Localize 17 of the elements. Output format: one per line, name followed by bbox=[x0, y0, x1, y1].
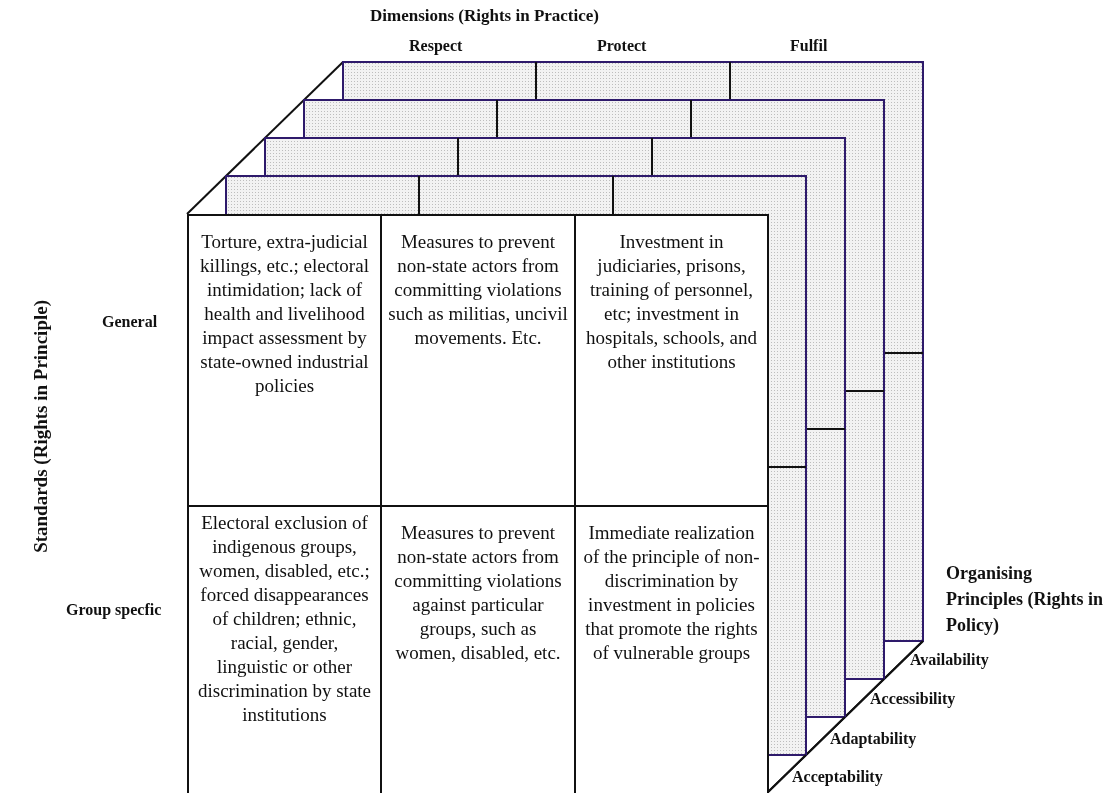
column-header: Protect bbox=[597, 37, 647, 55]
layer-label: Availability bbox=[910, 651, 989, 669]
column-header: Fulfil bbox=[790, 37, 828, 55]
table-cell: Measures to prevent non-state actors from committing violations such as militias, uncivil movements. Etc. bbox=[380, 214, 576, 507]
row-header: General bbox=[102, 313, 158, 331]
table-cell: Electoral exclusion of indigenous groups, women, disabled, etc.; forced disappearances of children; ethnic, racial, gender, linguistic or other discrimination by state institutions bbox=[187, 505, 382, 793]
layer-label: Adaptability bbox=[830, 730, 917, 748]
layer-label: Acceptability bbox=[792, 768, 883, 786]
axis-title: Organising Principles (Rights in Policy) bbox=[946, 562, 1104, 637]
row-header: Group specfic bbox=[66, 601, 162, 619]
table-cell: Torture, extra-judicial killings, etc.; electoral intimidation; lack of health and livelihood impact assessment by state-owned industrial policies bbox=[187, 214, 382, 507]
axis-title: Dimensions (Rights in Practice) bbox=[370, 6, 599, 26]
layer-label: Accessibility bbox=[870, 690, 956, 708]
axis-title: Standards (Rights in Principle) bbox=[30, 300, 52, 553]
table-cell: Immediate realization of the principle of non-discrimination by investment in policies that promote the rights of vulnerable groups bbox=[574, 505, 769, 793]
column-header: Respect bbox=[409, 37, 463, 55]
table-cell: Investment in judiciaries, prisons, training of personnel, etc; investment in hospitals, schools, and other institutions bbox=[574, 214, 769, 507]
